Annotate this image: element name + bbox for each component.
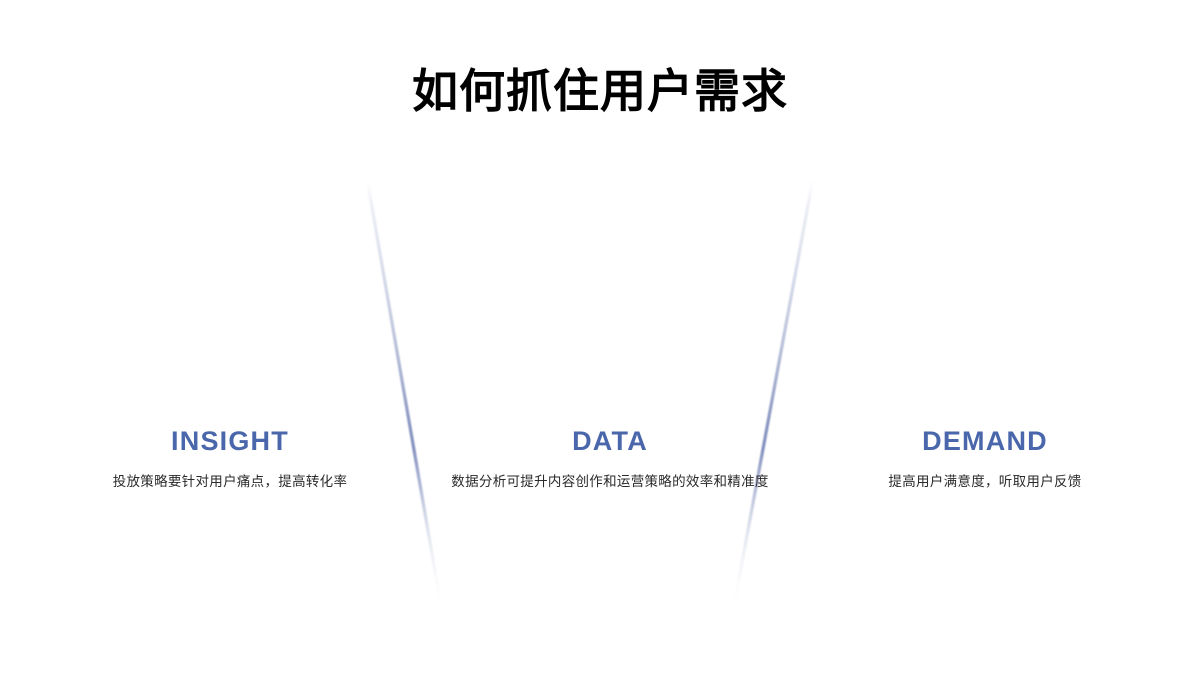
funnel-line-left bbox=[365, 179, 443, 608]
funnel-stage-data[interactable]: DATA 数据分析可提升内容创作和运营策略的效率和精准度 bbox=[410, 424, 810, 492]
funnel-stage-demand[interactable]: DEMAND 提高用户满意度，听取用户反馈 bbox=[800, 424, 1170, 492]
stage-heading-data: DATA bbox=[572, 426, 648, 456]
stage-description-data: 数据分析可提升内容创作和运营策略的效率和精准度 bbox=[451, 474, 769, 489]
stage-heading-demand: DEMAND bbox=[922, 426, 1048, 456]
stage-description-insight: 投放策略要针对用户痛点，提高转化率 bbox=[112, 474, 348, 489]
stage-description-demand: 提高用户满意度，听取用户反馈 bbox=[888, 474, 1082, 489]
funnel-line-right bbox=[732, 179, 815, 608]
funnel-stage-insight[interactable]: INSIGHT 投放策略要针对用户痛点，提高转化率 bbox=[40, 424, 420, 492]
funnel-stage-list: INSIGHT 投放策略要针对用户痛点，提高转化率 DATA 数据分析可提升内容… bbox=[0, 424, 1200, 524]
stage-heading-insight: INSIGHT bbox=[171, 426, 289, 456]
page-title: 如何抓住用户需求 bbox=[412, 65, 788, 117]
